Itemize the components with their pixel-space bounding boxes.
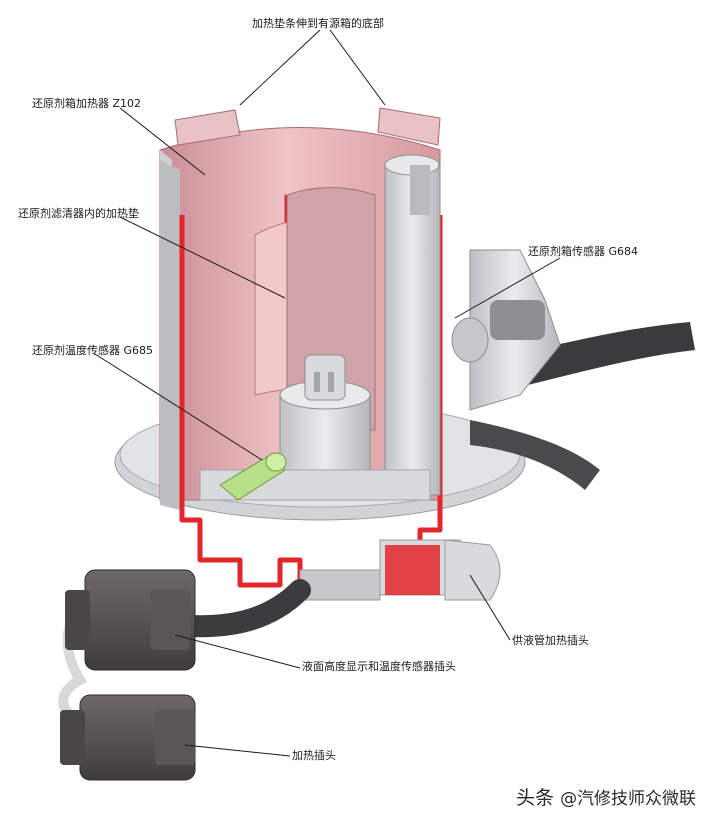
- label-tank-heater: 还原剂箱加热器 Z102: [32, 97, 142, 110]
- label-heating-strip: 加热垫条伸到有源箱的底部: [252, 17, 384, 30]
- label-level-temp-plug: 液面高度显示和温度传感器插头: [302, 660, 456, 673]
- pump-cylinder: [279, 354, 371, 471]
- label-tank-sensor: 还原剂箱传感器 G684: [528, 245, 639, 258]
- label-temp-sensor: 还原剂温度传感器 G685: [32, 344, 154, 357]
- label-heater-plug: 加热插头: [292, 749, 336, 762]
- temp-sensor-g685: [219, 452, 287, 501]
- level-temp-connector: [65, 569, 196, 671]
- sensor-tube: [384, 154, 441, 496]
- watermark-source: 头条: [516, 787, 555, 809]
- left-inner-wall: [160, 160, 180, 510]
- heater-connector: [60, 694, 196, 781]
- label-supply-heater-plug: 供液管加热插头: [512, 634, 589, 647]
- sensor-g684-housing: [451, 249, 561, 411]
- bottom-piping: [299, 539, 501, 601]
- leader-lines: [94, 29, 561, 757]
- watermark: 头条 @汽修技师众微联: [516, 783, 696, 810]
- watermark-handle: @汽修技师众微联: [560, 789, 697, 809]
- label-filter-heater: 还原剂滤清器内的加热垫: [18, 207, 139, 220]
